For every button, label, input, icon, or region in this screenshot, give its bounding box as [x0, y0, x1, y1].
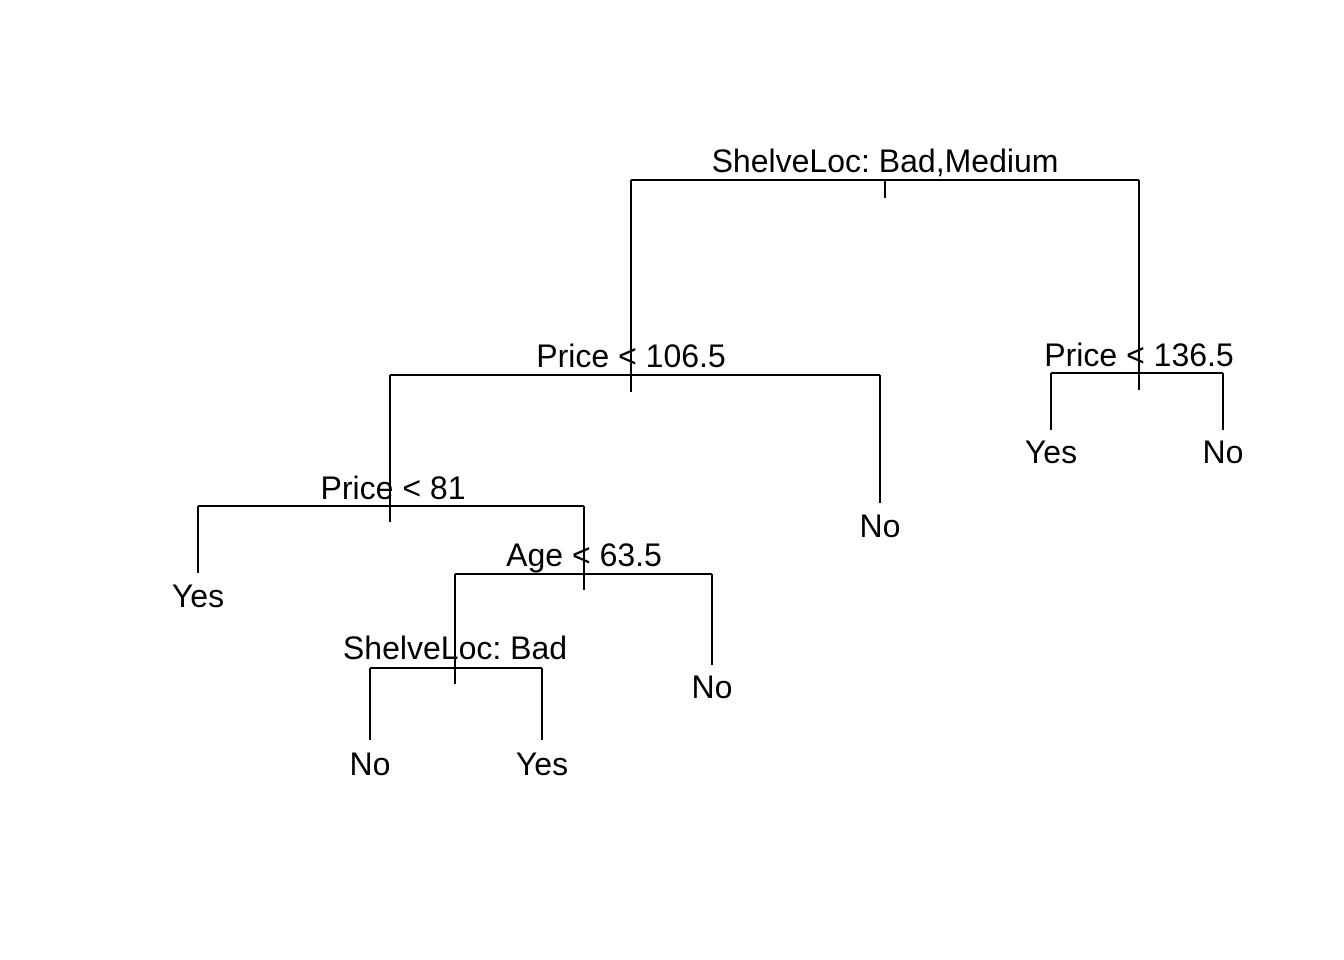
node-label-root: ShelveLoc: Bad,Medium [712, 143, 1059, 179]
leaf-label-yes-price1365-left: Yes [1025, 434, 1077, 470]
leaf-label-no-age635-right: No [692, 669, 733, 705]
node-label-price1365: Price < 136.5 [1044, 337, 1233, 373]
leaf-label-no-price1065-right: No [860, 508, 901, 544]
leaf-label-no-shelveloc-bad-left: No [350, 746, 391, 782]
leaf-label-yes-price81-left: Yes [172, 578, 224, 614]
node-label-price1065: Price < 106.5 [536, 338, 725, 374]
leaf-label-no-price1365-right: No [1203, 434, 1244, 470]
node-label-shelveloc-bad: ShelveLoc: Bad [343, 630, 567, 666]
node-label-price81: Price < 81 [321, 470, 466, 506]
node-label-age635: Age < 63.5 [506, 537, 662, 573]
leaf-label-yes-shelveloc-bad-right: Yes [516, 746, 568, 782]
